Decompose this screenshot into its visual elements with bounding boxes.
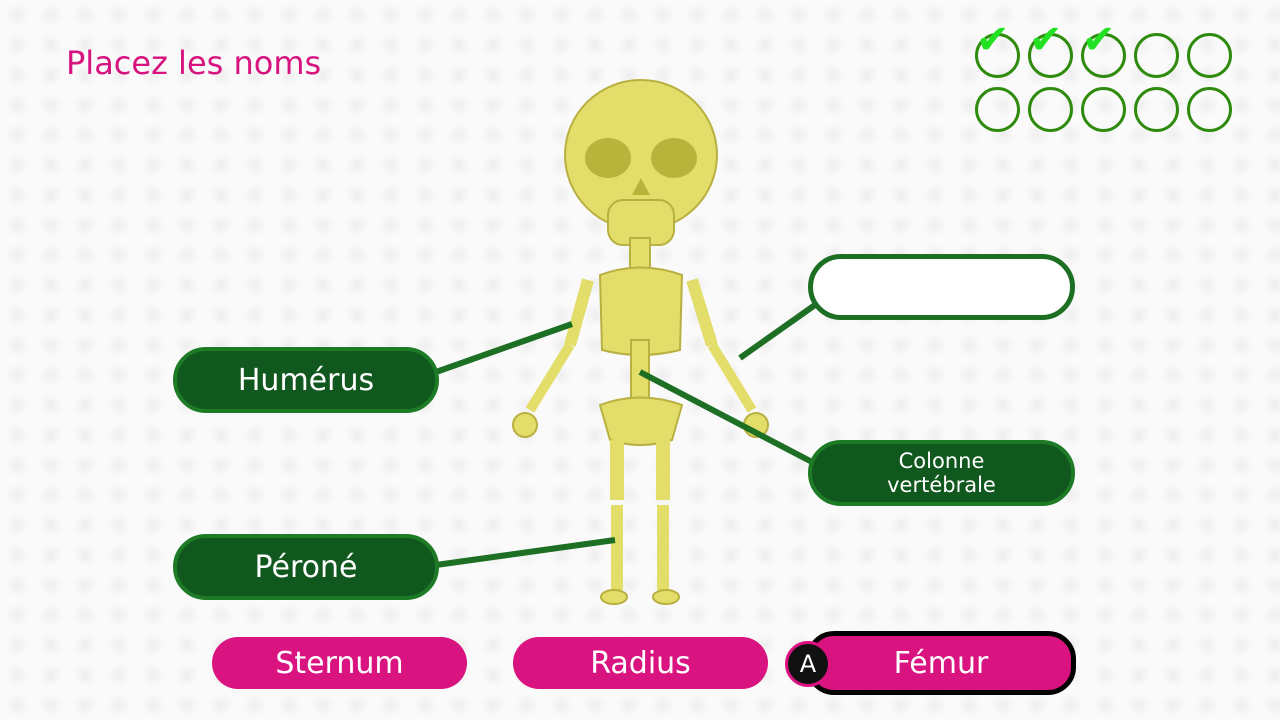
pelvis bbox=[598, 396, 684, 446]
label-slot-empty[interactable] bbox=[808, 254, 1075, 320]
pointer-colonne bbox=[638, 369, 814, 465]
progress-dot-empty bbox=[1187, 33, 1232, 78]
pointer-perone bbox=[435, 537, 616, 568]
progress-dot-empty bbox=[1187, 87, 1232, 132]
option-sternum[interactable]: Sternum bbox=[212, 637, 467, 689]
ribcage bbox=[598, 266, 684, 356]
option-radius[interactable]: Radius bbox=[513, 637, 768, 689]
label-slot-colonne[interactable]: Colonne vertébrale bbox=[808, 440, 1075, 506]
instruction-title: Placez les noms bbox=[66, 44, 322, 82]
pointer-empty bbox=[738, 302, 817, 361]
progress-dot-empty bbox=[1134, 87, 1179, 132]
progress-dot-complete: ✔ bbox=[1028, 20, 1073, 78]
pointer-humerus bbox=[435, 321, 573, 375]
progress-dot-empty bbox=[1028, 87, 1073, 132]
progress-dot-complete: ✔ bbox=[1081, 20, 1126, 78]
progress-dot-empty bbox=[975, 87, 1020, 132]
option-femur-selected[interactable]: Fémur bbox=[806, 631, 1076, 695]
button-a-badge: A bbox=[785, 641, 831, 687]
label-slot-humerus[interactable]: Humérus bbox=[173, 347, 439, 413]
progress-dot-empty bbox=[1134, 33, 1179, 78]
progress-tracker: ✔ ✔ ✔ bbox=[975, 20, 1237, 132]
checkmark-icon: ✔ bbox=[976, 17, 1010, 63]
checkmark-icon: ✔ bbox=[1029, 17, 1063, 63]
progress-dot-empty bbox=[1081, 87, 1126, 132]
checkmark-icon: ✔ bbox=[1082, 17, 1116, 63]
label-slot-perone[interactable]: Péroné bbox=[173, 534, 439, 600]
progress-dot-complete: ✔ bbox=[975, 20, 1020, 78]
